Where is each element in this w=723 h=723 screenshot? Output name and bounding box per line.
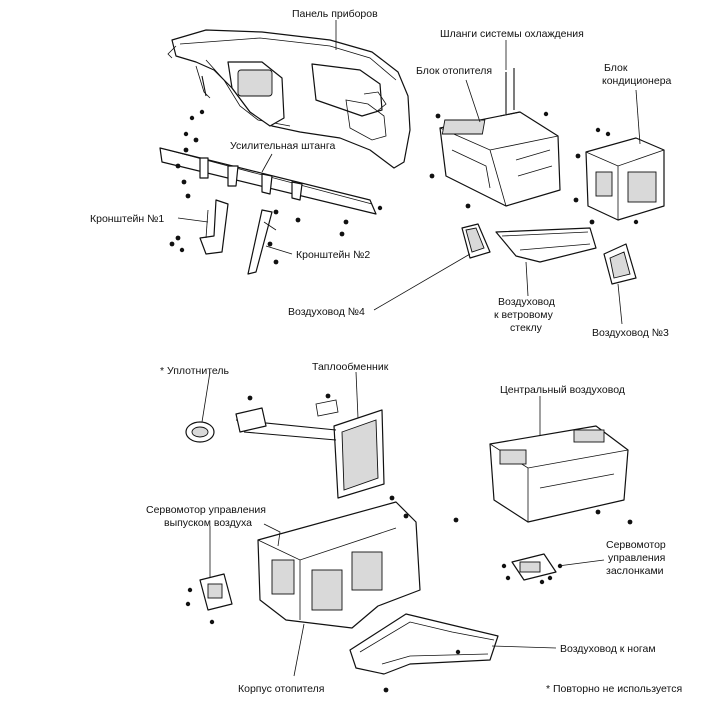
- bracket-2-drawing: [247, 209, 279, 275]
- center-duct-drawing: [453, 425, 633, 525]
- label-damper-servo-line3: заслонками: [606, 565, 664, 577]
- label-cooling-hoses: Шланги системы охлаждения: [440, 28, 584, 40]
- label-instrument-panel: Панель приборов: [292, 8, 378, 20]
- labels: Панель приборов Шланги системы охлаждени…: [90, 8, 682, 695]
- leader-lines: [177, 20, 641, 677]
- ac-unit-drawing: [573, 127, 665, 225]
- label-center-duct: Центральный воздуховод: [500, 384, 625, 396]
- label-windshield-duct-line2: к ветровому: [494, 309, 554, 321]
- cooling-hoses-drawing: [499, 68, 521, 117]
- label-seal: * Уплотнитель: [160, 365, 230, 377]
- label-heater-case: Корпус отопителя: [238, 683, 324, 695]
- outlet-servo-drawing: [185, 573, 233, 625]
- label-bracket-2: Кронштейн №2: [296, 249, 370, 261]
- reinforcement-beam-drawing: [159, 109, 383, 237]
- label-outlet-servo-line1: Сервомотор управления: [146, 504, 266, 516]
- damper-servo-drawing: [501, 553, 563, 585]
- foot-duct-drawing: [349, 613, 499, 675]
- label-outlet-servo-line2: выпуском воздуха: [164, 517, 252, 529]
- bracket-1-drawing: [169, 199, 229, 255]
- heat-exchanger-drawing: [235, 393, 385, 499]
- label-windshield-duct-line3: стеклу: [510, 322, 543, 334]
- label-air-duct-3: Воздуховод №3: [592, 327, 669, 339]
- heater-unit-drawing: [429, 111, 561, 209]
- air-duct-3-drawing: [603, 243, 637, 285]
- label-ac-unit-line2: кондиционера: [602, 75, 672, 87]
- heater-case-drawing: [257, 495, 421, 693]
- label-damper-servo-line2: управления: [608, 552, 665, 564]
- label-heater-unit: Блок отопителя: [416, 65, 492, 77]
- windshield-duct-drawing: [495, 227, 597, 263]
- instrument-panel-drawing: [167, 29, 411, 169]
- label-air-duct-4: Воздуховод №4: [288, 306, 365, 318]
- label-damper-servo-line1: Сервомотор: [606, 539, 666, 551]
- seal-drawing: [185, 421, 215, 443]
- label-heat-exchanger: Таплообменник: [312, 361, 389, 373]
- label-bracket-1: Кронштейн №1: [90, 213, 164, 225]
- air-duct-4-drawing: [461, 223, 491, 259]
- footnote: * Повторно не используется: [546, 683, 682, 695]
- label-foot-duct: Воздуховод к ногам: [560, 643, 656, 655]
- label-ac-unit-line1: Блок: [604, 62, 628, 74]
- label-windshield-duct-line1: Воздуховод: [498, 296, 555, 308]
- label-reinforcement-beam: Усилительная штанга: [230, 140, 335, 152]
